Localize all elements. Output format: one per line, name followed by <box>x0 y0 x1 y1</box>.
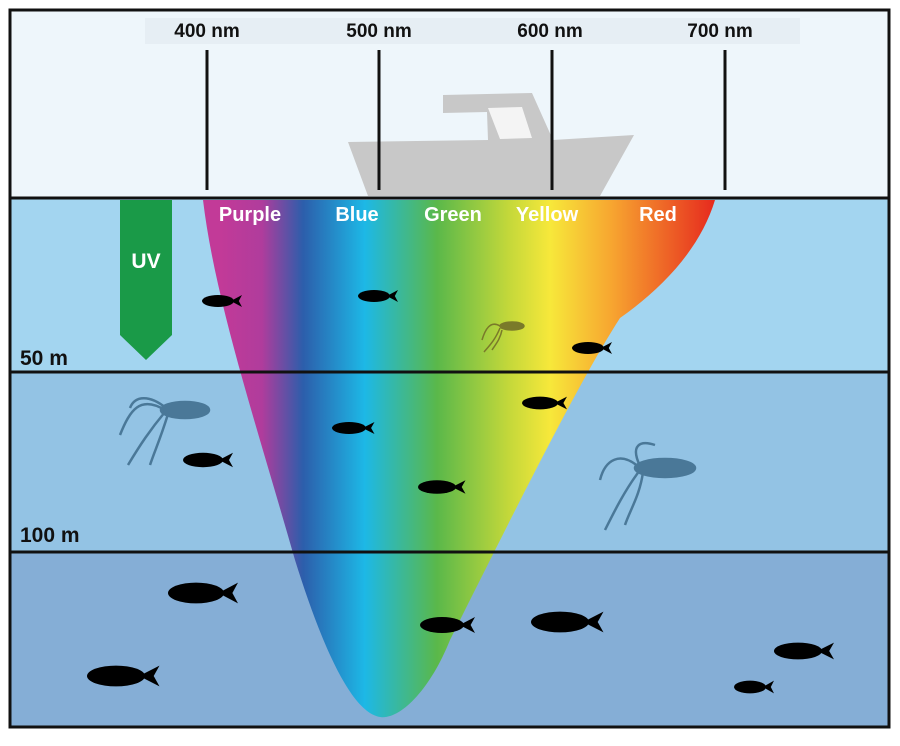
boat <box>348 93 634 196</box>
wavelength-label: 600 nm <box>517 21 582 42</box>
depth-lines: 50 m 100 m <box>10 196 889 554</box>
squid-icon-small <box>481 321 525 353</box>
light-spectrum-cone <box>203 200 715 718</box>
color-label-red: Red <box>639 204 677 226</box>
wavelength-label: 700 nm <box>687 21 752 42</box>
uv-label: UV <box>131 250 160 273</box>
wavelength-label: 500 nm <box>346 21 411 42</box>
wavelength-label-band <box>145 18 800 44</box>
color-label-green: Green <box>424 204 482 226</box>
color-label-yellow: Yellow <box>516 204 579 226</box>
depth-label-50m: 50 m <box>20 347 68 370</box>
squid-icon-right <box>598 441 697 531</box>
wavelength-scale: 400 nm 500 nm 600 nm 700 nm <box>174 21 753 190</box>
color-label-blue: Blue <box>335 204 378 226</box>
depth-label-100m: 100 m <box>20 524 80 547</box>
wavelength-label: 400 nm <box>174 21 239 42</box>
uv-arrow: UV <box>120 200 172 360</box>
color-labels: Purple Blue Green Yellow Red <box>219 204 677 226</box>
squid-icon-left <box>118 397 211 466</box>
color-label-purple: Purple <box>219 204 281 226</box>
diagram-border <box>8 8 891 729</box>
